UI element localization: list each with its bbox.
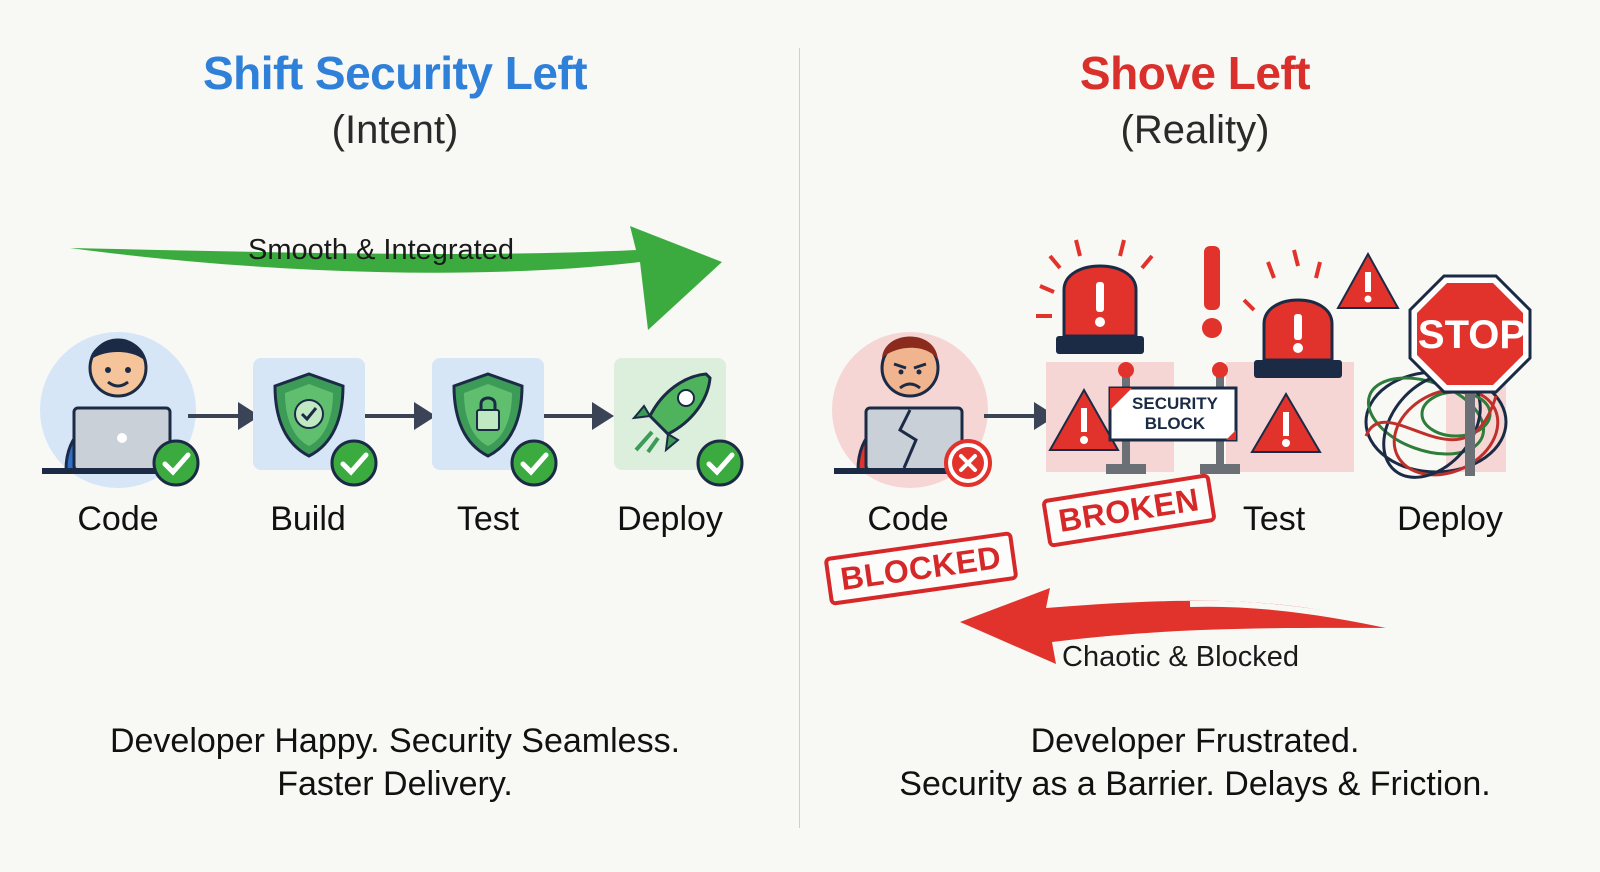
check-badge-icon bbox=[696, 439, 744, 487]
security-block-line1: SECURITY bbox=[1132, 394, 1218, 413]
stage-label-test: Test bbox=[456, 500, 520, 538]
siren-icon bbox=[1242, 249, 1342, 378]
stop-sign-icon bbox=[1408, 274, 1532, 476]
x-badge-icon bbox=[944, 439, 992, 487]
shield-check-icon bbox=[253, 358, 365, 470]
chaotic-arrow-label: Chaotic & Blocked bbox=[1062, 641, 1299, 673]
intent-caption-line1: Developer Happy. Security Seamless. bbox=[109, 722, 681, 760]
intent-title: Shift Security Left bbox=[202, 47, 588, 99]
developer-happy-icon bbox=[40, 332, 196, 488]
stop-sign-label: STOP bbox=[1417, 313, 1527, 357]
stage-label-code: Code bbox=[77, 500, 159, 538]
siren-icon bbox=[1036, 239, 1154, 354]
flow-arrow-icon bbox=[542, 402, 614, 430]
chaotic-arrow-icon bbox=[960, 588, 1401, 664]
security-block-line2: BLOCK bbox=[1144, 414, 1206, 433]
intent-subtitle: (Intent) bbox=[331, 108, 459, 152]
reality-subtitle: (Reality) bbox=[1120, 108, 1270, 152]
rocket-icon bbox=[614, 358, 726, 470]
check-badge-icon bbox=[510, 439, 558, 487]
reality-caption-line2: Security as a Barrier. Delays & Friction… bbox=[899, 765, 1491, 803]
chaos-cluster bbox=[1036, 239, 1532, 479]
check-badge-icon bbox=[330, 439, 378, 487]
exclamation-icon bbox=[1202, 246, 1222, 338]
stage-label-test: Test bbox=[1242, 500, 1306, 538]
reality-panel: Shove Left (Reality) bbox=[800, 0, 1600, 872]
smooth-arrow-icon bbox=[70, 226, 722, 330]
stage-label-code: Code bbox=[867, 500, 949, 538]
intent-panel: Shift Security Left (Intent) Smooth & In… bbox=[40, 47, 744, 803]
shield-lock-icon bbox=[432, 358, 544, 470]
flow-arrow-icon bbox=[364, 402, 436, 430]
flow-arrow-icon bbox=[984, 402, 1056, 430]
stage-label-build: Build bbox=[270, 500, 346, 538]
warning-icon bbox=[1250, 392, 1322, 453]
intent-caption-line2: Faster Delivery. bbox=[277, 765, 513, 803]
warning-icon bbox=[1048, 387, 1120, 451]
reality-caption-line1: Developer Frustrated. bbox=[1030, 722, 1360, 760]
check-badge-icon bbox=[152, 439, 200, 487]
reality-title: Shove Left bbox=[1079, 47, 1311, 99]
panel-divider bbox=[799, 48, 800, 828]
flow-arrow-icon bbox=[188, 402, 260, 430]
stage-label-deploy: Deploy bbox=[617, 500, 723, 538]
stage-label-deploy: Deploy bbox=[1397, 500, 1503, 538]
smooth-arrow-label: Smooth & Integrated bbox=[248, 234, 514, 266]
barrier-icon bbox=[1106, 362, 1240, 474]
warning-icon bbox=[1336, 251, 1400, 309]
